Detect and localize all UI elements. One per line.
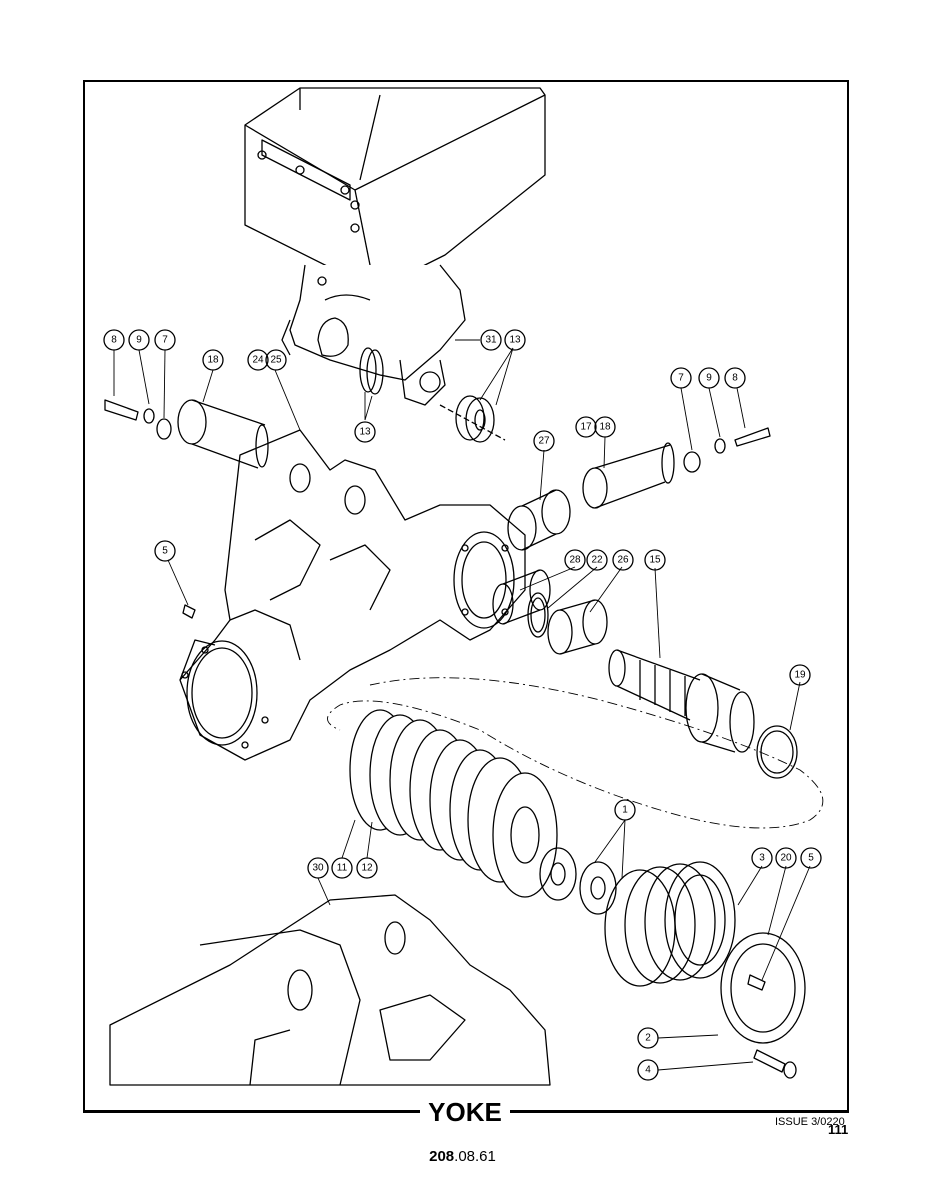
page-title: YOKE	[420, 1093, 510, 1131]
chassis-member	[244, 87, 546, 406]
callout-12: 12	[361, 863, 373, 874]
disc-set-3	[604, 861, 736, 987]
callout-2: 2	[645, 1033, 651, 1044]
cover-2	[720, 932, 806, 1044]
callout-25: 25	[270, 355, 282, 366]
pin-assembly-left	[104, 399, 269, 469]
bushing-26	[547, 599, 608, 655]
yoke-casting	[179, 429, 526, 761]
shims-1	[539, 847, 617, 915]
callout-22: 22	[591, 555, 603, 566]
issue-label: ISSUE 3/0220	[775, 1116, 845, 1128]
document-number-rest: .08.61	[454, 1148, 496, 1165]
callout-15: 15	[649, 555, 661, 566]
callout-30: 30	[312, 863, 324, 874]
callout-20: 20	[780, 853, 792, 864]
callout-circles	[103, 329, 822, 1081]
callout-3: 3	[759, 853, 765, 864]
page-number: 111	[828, 1122, 849, 1137]
callout-26: 26	[617, 555, 629, 566]
callout-4: 4	[645, 1065, 651, 1076]
callout-9: 9	[706, 373, 712, 384]
assembly-path	[327, 677, 824, 829]
callout-8: 8	[111, 335, 117, 346]
bushing-28	[492, 569, 551, 625]
callout-1: 1	[622, 805, 628, 816]
document-number-bold: 208	[429, 1148, 455, 1165]
callout-7: 7	[162, 335, 168, 346]
axle-housing-30	[109, 894, 551, 1086]
o-rings-13	[359, 347, 506, 443]
splined-shaft-15	[608, 649, 755, 753]
document-number: 208.08.61	[400, 1148, 525, 1165]
callout-28: 28	[569, 555, 581, 566]
leader-lines	[113, 339, 811, 1071]
callout-24: 24	[252, 355, 264, 366]
callout-13: 13	[509, 335, 521, 346]
callout-5: 5	[162, 546, 168, 557]
callout-8: 8	[732, 373, 738, 384]
callout-18: 18	[599, 422, 611, 433]
circlip-19	[756, 725, 798, 779]
callout-19: 19	[794, 670, 806, 681]
callout-9: 9	[136, 335, 142, 346]
callout-27: 27	[538, 436, 550, 447]
pin-assembly-right	[582, 427, 771, 509]
grease-nipple-5	[182, 604, 196, 619]
callout-7: 7	[678, 373, 684, 384]
callout-5: 5	[808, 853, 814, 864]
bolt-4	[753, 1049, 797, 1079]
seal-22	[527, 592, 549, 638]
disc-pack-11-12	[349, 709, 558, 898]
callout-13: 13	[359, 427, 371, 438]
callout-11: 11	[337, 863, 348, 874]
callout-18: 18	[207, 355, 219, 366]
bearing-27	[507, 489, 571, 551]
callout-31: 31	[485, 335, 497, 346]
callout-17: 17	[580, 422, 592, 433]
